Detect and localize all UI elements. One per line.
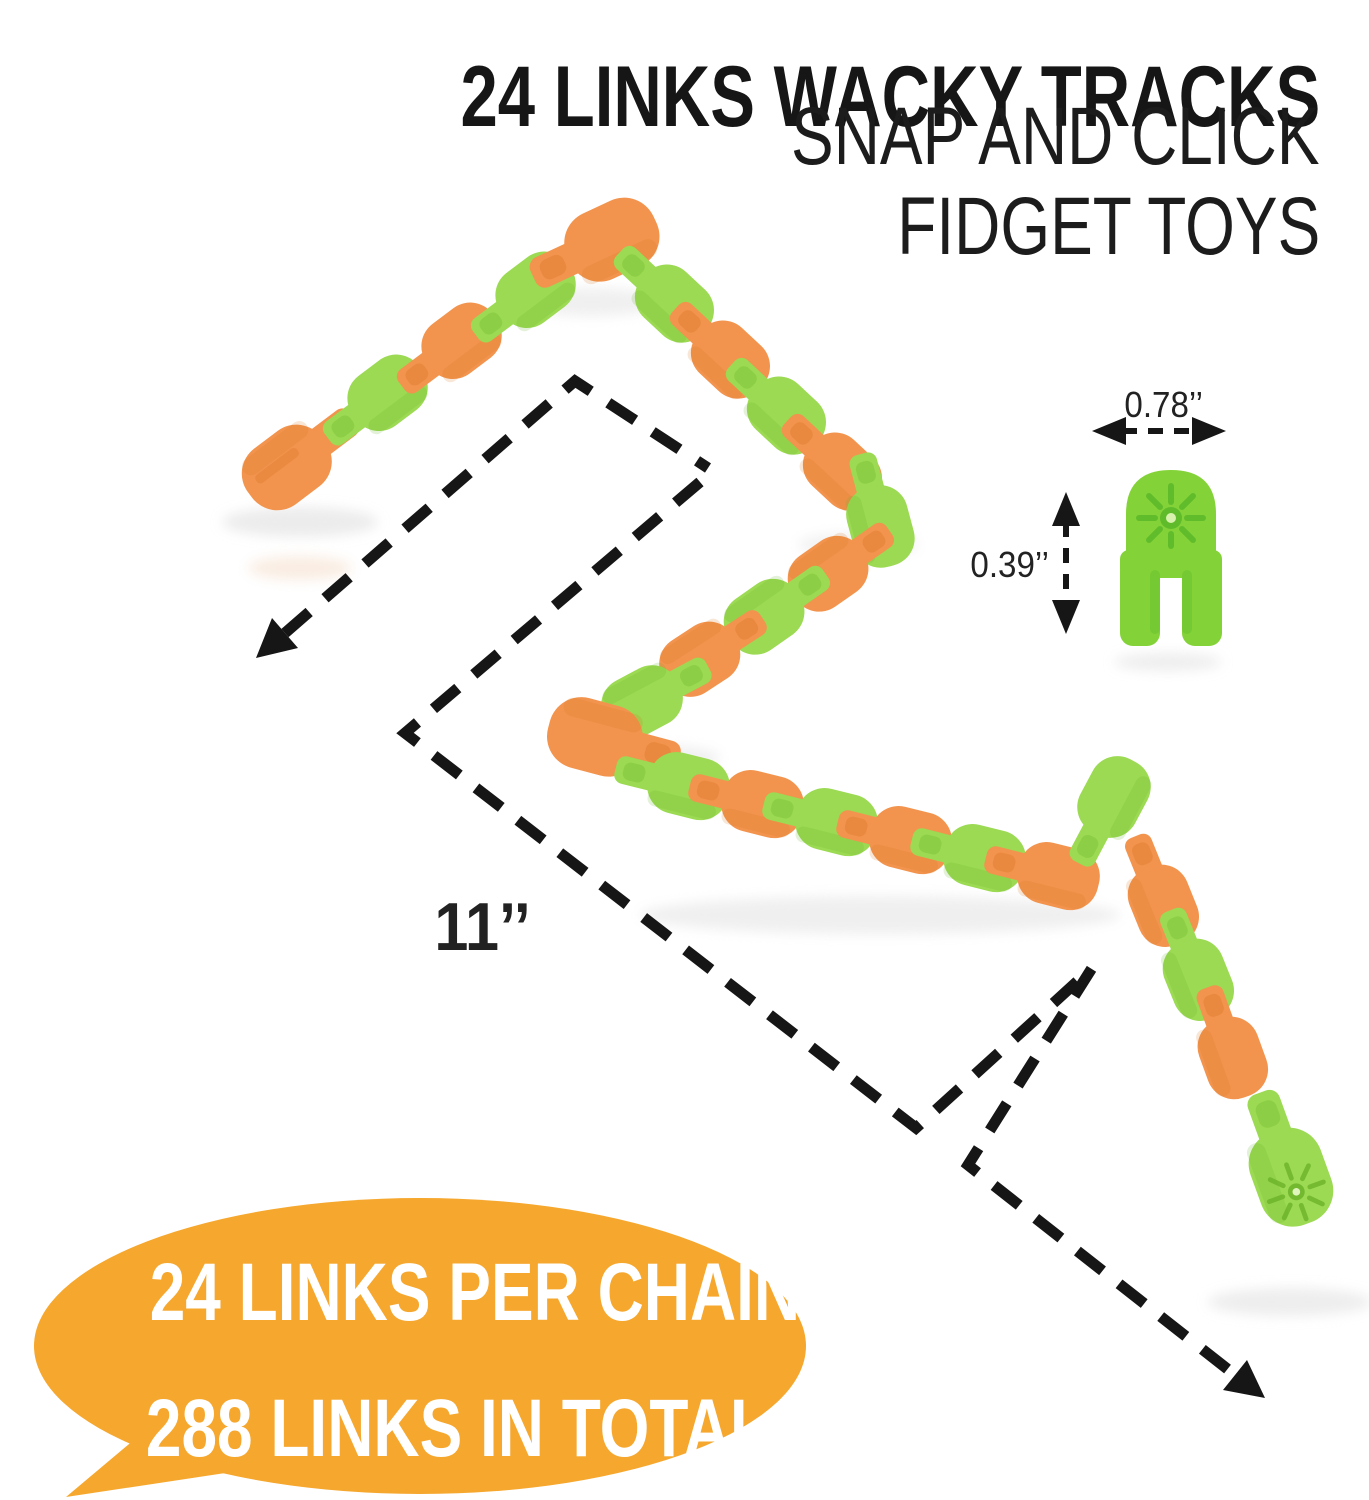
width-arrow-icon — [1092, 417, 1226, 445]
arrowhead-southeast-icon — [1223, 1360, 1265, 1398]
link-height-label: 0.39’’ — [969, 544, 1049, 585]
subtitle-line-2: FIDGET TOYS — [897, 181, 1320, 272]
chain-link — [613, 245, 714, 344]
bubble-line-1: 24 LINKS PER CHAIN — [149, 1247, 801, 1338]
chain-link — [614, 752, 730, 821]
chain-length-arrow — [281, 374, 1239, 1380]
height-arrow-icon — [1052, 492, 1080, 634]
chain-length-arrowheads — [256, 618, 1265, 1398]
chain-link — [1196, 985, 1269, 1100]
chain-link — [1069, 756, 1152, 867]
bubble-line-2: 288 LINKS IN TOTAL — [145, 1383, 769, 1474]
chain-link — [1246, 1089, 1334, 1227]
page-title: 24 LINKS WACKY TRACKS — [460, 48, 1320, 145]
chain-length-label: 11’’ — [434, 889, 532, 965]
link-width-label: 0.78’’ — [1124, 384, 1204, 425]
arrowhead-southwest-icon — [256, 618, 298, 658]
chain-link — [910, 824, 1026, 893]
sun-pattern-icon — [1136, 483, 1206, 549]
subtitle-line-1: SNAP AND CLICK — [791, 91, 1320, 182]
speech-bubble — [34, 1198, 806, 1497]
